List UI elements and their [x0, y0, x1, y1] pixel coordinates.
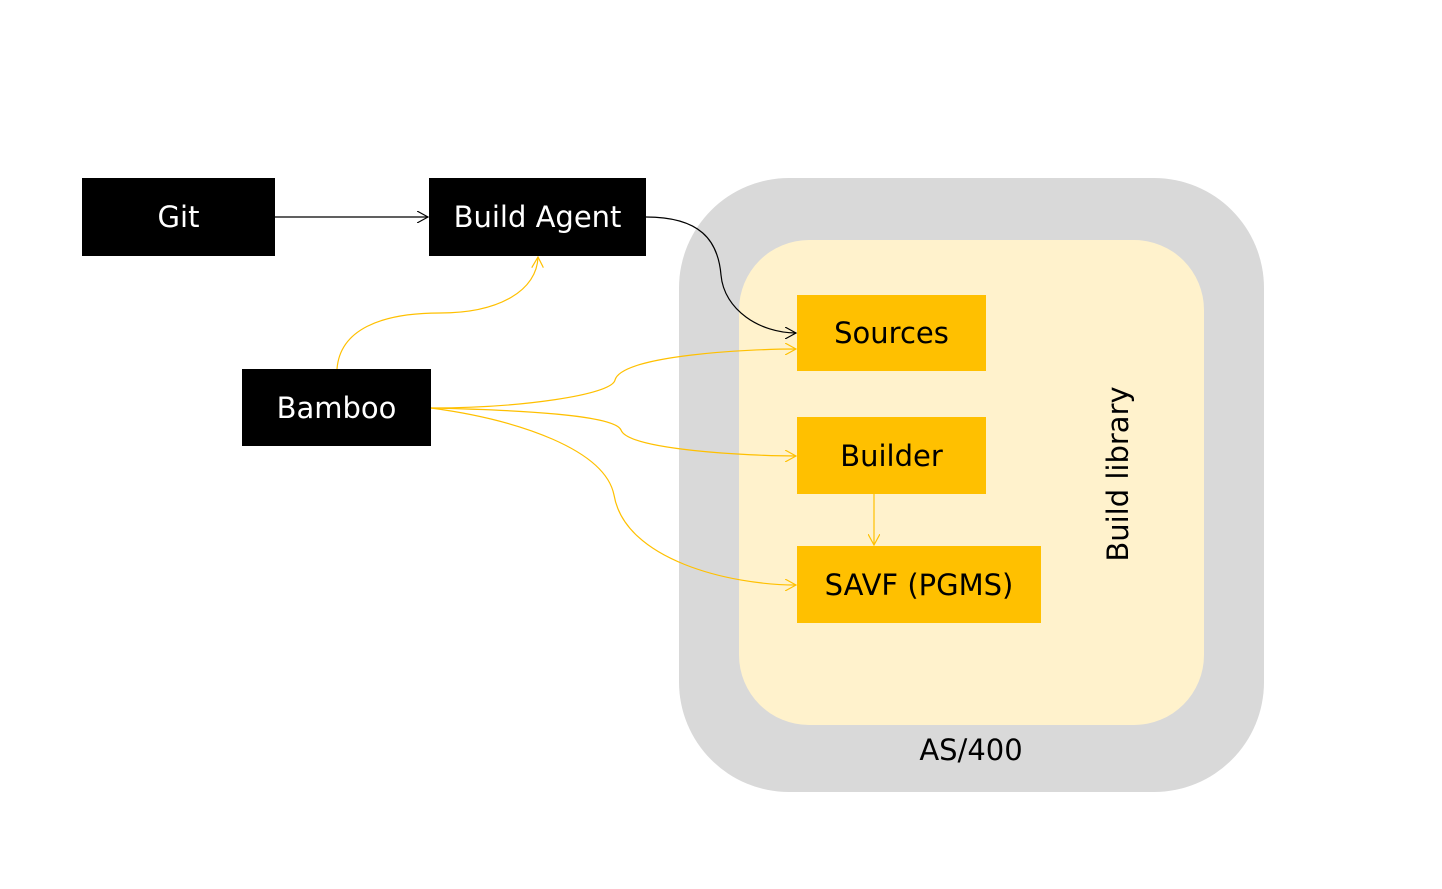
- edge-bamboo-to-build-agent: [336, 257, 538, 370]
- build-agent-node[interactable]: Build Agent: [429, 178, 646, 256]
- builder-node[interactable]: Builder: [797, 417, 986, 494]
- bamboo-node[interactable]: Bamboo: [242, 369, 431, 446]
- savf-node[interactable]: SAVF (PGMS): [797, 546, 1041, 623]
- sources-node[interactable]: Sources: [797, 295, 986, 371]
- git-node[interactable]: Git: [82, 178, 275, 256]
- build-library-label: Build library: [1101, 386, 1135, 562]
- as400-label: AS/400: [919, 733, 1023, 767]
